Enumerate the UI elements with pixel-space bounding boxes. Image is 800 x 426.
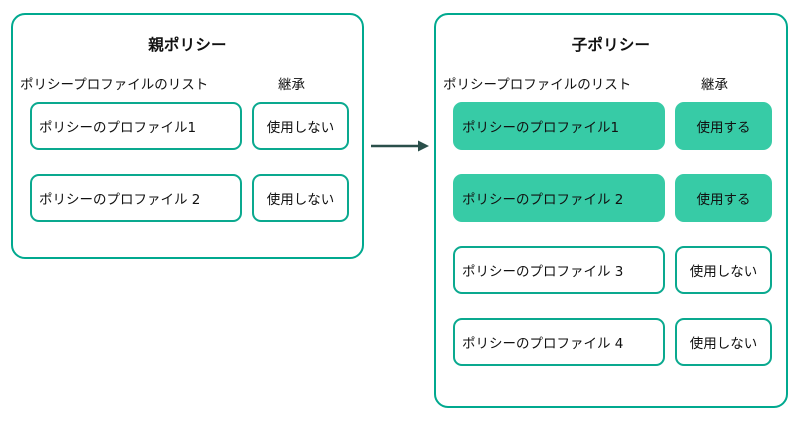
parent-column-header-profiles: ポリシープロファイルのリスト	[20, 77, 209, 93]
child-profile-cell-2[interactable]: ポリシーのプロファイル 2	[453, 174, 665, 222]
table-row: ポリシーのプロファイル1 使用しない	[13, 102, 362, 174]
child-profile-cell-1[interactable]: ポリシーのプロファイル1	[453, 102, 665, 150]
child-inherit-cell-4[interactable]: 使用しない	[675, 318, 772, 366]
parent-policy-title: 親ポリシー	[148, 36, 227, 54]
child-policy-panel: 子ポリシー ポリシープロファイルのリスト 継承 ポリシーのプロファイル1 使用す…	[434, 13, 788, 408]
child-inherit-cell-2[interactable]: 使用する	[675, 174, 772, 222]
table-row: ポリシーのプロファイル 3 使用しない	[436, 246, 786, 318]
inheritance-arrow	[370, 136, 430, 156]
parent-inherit-cell-2[interactable]: 使用しない	[252, 174, 349, 222]
arrow-right-icon	[371, 140, 429, 152]
table-row: ポリシーのプロファイル 2 使用する	[436, 174, 786, 246]
child-column-headers: ポリシープロファイルのリスト 継承	[436, 73, 786, 93]
parent-inherit-cell-1[interactable]: 使用しない	[252, 102, 349, 150]
table-row: ポリシーのプロファイル 4 使用しない	[436, 318, 786, 390]
parent-policy-rows: ポリシーのプロファイル1 使用しない ポリシーのプロファイル 2 使用しない	[13, 102, 362, 246]
parent-profile-cell-2[interactable]: ポリシーのプロファイル 2	[30, 174, 242, 222]
parent-profile-cell-1[interactable]: ポリシーのプロファイル1	[30, 102, 242, 150]
child-profile-cell-4[interactable]: ポリシーのプロファイル 4	[453, 318, 665, 366]
child-inherit-cell-1[interactable]: 使用する	[675, 102, 772, 150]
child-inherit-cell-3[interactable]: 使用しない	[675, 246, 772, 294]
parent-policy-panel: 親ポリシー ポリシープロファイルのリスト 継承 ポリシーのプロファイル1 使用し…	[11, 13, 364, 259]
child-column-header-inherit: 継承	[701, 77, 728, 93]
parent-column-headers: ポリシープロファイルのリスト 継承	[13, 73, 362, 93]
child-policy-title: 子ポリシー	[571, 36, 651, 54]
parent-column-header-inherit: 継承	[278, 77, 305, 93]
child-profile-cell-3[interactable]: ポリシーのプロファイル 3	[453, 246, 665, 294]
table-row: ポリシーのプロファイル 2 使用しない	[13, 174, 362, 246]
table-row: ポリシーのプロファイル1 使用する	[436, 102, 786, 174]
child-column-header-profiles: ポリシープロファイルのリスト	[443, 77, 632, 93]
child-policy-rows: ポリシーのプロファイル1 使用する ポリシーのプロファイル 2 使用する ポリシ…	[436, 102, 786, 390]
